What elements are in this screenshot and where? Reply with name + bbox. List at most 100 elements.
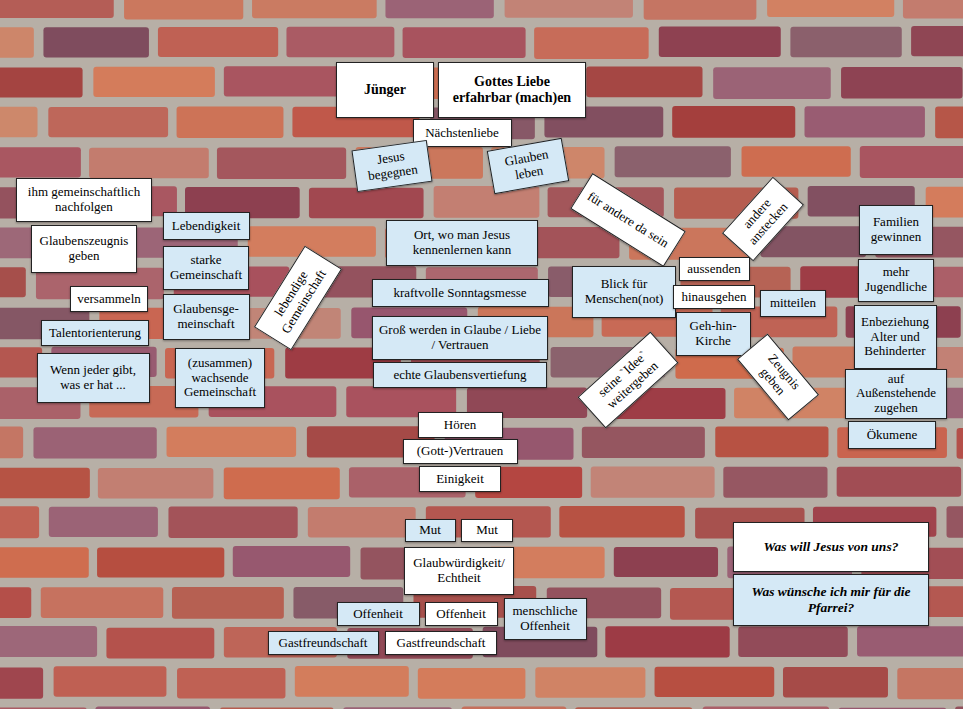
brick	[48, 107, 168, 137]
brick	[767, 0, 894, 17]
brick	[97, 547, 224, 577]
card-text: Jünger	[364, 82, 406, 98]
card-text: Gastfreundschaft	[397, 636, 486, 651]
brick	[591, 467, 715, 498]
text-card: Ökumene	[848, 421, 936, 449]
card-text: Glaubensge- meinschaft	[168, 302, 245, 332]
text-card: Ort, wo man Jesus kennenlernen kann	[386, 220, 538, 266]
brick	[935, 107, 963, 139]
text-card: Geh-hin-Kirche	[676, 312, 751, 356]
card-text: kraftvolle Sonntagsmesse	[393, 286, 526, 301]
text-card: Glaubwürdigkeit/ Echtheit	[404, 547, 514, 595]
brick	[932, 267, 963, 298]
brick	[505, 0, 633, 18]
brick	[644, 0, 757, 20]
brick	[957, 428, 963, 459]
brick	[168, 506, 297, 538]
brick	[911, 26, 963, 56]
brick	[0, 626, 97, 657]
card-text: für andere da sein	[585, 189, 672, 251]
text-card: Wenn jeder gibt, was er hat ...	[37, 353, 150, 403]
card-text: Mut	[419, 523, 441, 538]
card-text: Ökumene	[867, 428, 918, 443]
brick	[857, 626, 963, 656]
card-text: Jesus begegnen	[357, 147, 427, 186]
card-text: Was will Jesus von uns?	[764, 539, 899, 555]
card-text: Talentorienterung	[49, 326, 141, 341]
brick	[158, 27, 278, 57]
brick	[177, 106, 284, 137]
brick	[947, 506, 963, 538]
brick	[534, 27, 649, 59]
card-text: Nächstenliebe	[425, 126, 499, 141]
brick	[582, 427, 705, 458]
brick	[659, 26, 781, 57]
brick	[586, 67, 702, 98]
card-text: ihm gemeinschaftlich nachfolgen	[21, 185, 147, 215]
text-card: Glaubenszeugnis geben	[31, 225, 137, 273]
brick	[220, 708, 334, 709]
card-text: Gottes Liebe erfahrbar (mach)en	[443, 74, 581, 106]
text-card: Talentorienterung	[41, 320, 149, 346]
brick	[167, 427, 297, 457]
text-card: hinausgehen	[673, 285, 755, 309]
card-text: mehr Jugendliche	[863, 265, 929, 295]
text-card: Glaubensge- meinschaft	[163, 294, 250, 340]
brick	[790, 27, 901, 58]
card-text: (Gott-)Vertrauen	[417, 444, 504, 459]
brick	[738, 626, 848, 657]
text-card: Was will Jesus von uns?	[733, 522, 929, 572]
text-card: Gastfreundschaft	[268, 631, 379, 655]
brick	[841, 67, 963, 98]
text-card: Jesus begegnen	[351, 140, 432, 192]
brick	[0, 107, 38, 138]
card-text: auf Außenstehende zugehen	[850, 372, 942, 417]
brick	[0, 147, 81, 177]
text-card: mitteilen	[760, 290, 826, 317]
card-text: Ort, wo man Jesus kennenlernen kann	[391, 228, 533, 258]
card-text: Mut	[476, 523, 498, 538]
brick	[418, 668, 526, 699]
card-text: seine `Idee` weitergeben	[585, 339, 670, 420]
brick	[233, 546, 350, 577]
brick	[0, 427, 23, 459]
brick	[837, 467, 961, 497]
brick	[177, 668, 285, 699]
brick	[343, 707, 452, 709]
card-text: hinausgehen	[682, 290, 747, 305]
brick	[559, 506, 684, 538]
brick	[434, 186, 540, 218]
text-card: Blick für Menschen(not)	[572, 266, 676, 318]
brick	[655, 667, 775, 697]
card-text: Gastfreundschaft	[279, 636, 368, 651]
brick	[49, 507, 158, 537]
card-text: Glaubwürdigkeit/ Echtheit	[409, 556, 509, 586]
card-text: Offenheit	[436, 607, 486, 622]
text-card: Nächstenliebe	[413, 119, 512, 147]
text-card: Enbeziehung Alter und Behinderter	[854, 305, 937, 369]
brick	[124, 0, 243, 19]
card-text: Familien gewinnen	[864, 215, 928, 245]
text-card: Jünger	[336, 62, 434, 118]
card-text: Blick für Menschen(not)	[577, 277, 671, 307]
text-card: lebendige Gemeinschaft	[254, 246, 342, 351]
brick	[783, 667, 888, 698]
card-text: Groß werden in Glaube / Liebe / Vertraue…	[377, 323, 543, 353]
text-card: Einigkeit	[419, 466, 501, 492]
text-card: seine `Idee` weitergeben	[578, 332, 679, 429]
text-card: andere anstecken	[722, 177, 804, 262]
brick	[286, 27, 394, 57]
card-text: (zusammen) wachsende Gemeinschaft	[180, 356, 260, 401]
brick	[672, 106, 795, 138]
card-text: echte Glaubensvertiefung	[393, 368, 526, 383]
text-card: ihm gemeinschaftlich nachfolgen	[16, 178, 152, 222]
brick	[308, 507, 416, 538]
text-card: echte Glaubensvertiefung	[373, 362, 547, 388]
brick	[0, 506, 39, 538]
card-text: versammeln	[77, 292, 141, 307]
brick	[385, 0, 493, 18]
brick	[715, 427, 828, 458]
text-card: Gottes Liebe erfahrbar (mach)en	[438, 62, 586, 118]
card-text: mitteilen	[770, 296, 816, 311]
